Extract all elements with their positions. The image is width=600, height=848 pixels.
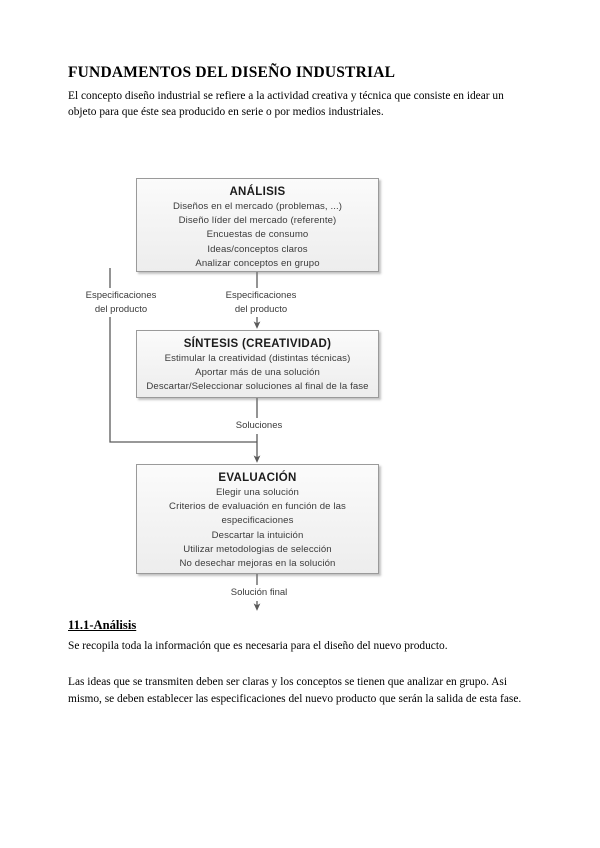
intro-paragraph: El concepto diseño industrial se refiere… [68, 90, 504, 118]
flow-box-evaluacion-title: EVALUACIÓN [218, 472, 297, 484]
flow-box-evaluacion-line-3: especificaciones [221, 515, 294, 527]
flow-box-sintesis-line-1: Estimular la creatividad (distintas técn… [164, 353, 351, 364]
edge-label-solucion-final: Solución final [208, 585, 310, 601]
flow-box-analisis-line-1: Diseños en el mercado (problemas, ...) [172, 201, 343, 212]
flow-box-evaluacion-line-1: Elegir una solución [216, 487, 299, 498]
flow-box-analisis-title: ANÁLISIS [229, 186, 286, 198]
section-heading: 11.1-Análisis [68, 618, 137, 632]
flow-box-analisis[interactable]: ANÁLISIS Diseños en el mercado (problema… [136, 178, 379, 272]
body-paragraph-1: Se recopila toda la información que es n… [68, 640, 448, 652]
flow-box-sintesis-line-2: Aportar más de una solución [195, 367, 320, 379]
edge-label-soluciones: Soluciones [210, 418, 308, 434]
flow-box-evaluacion-line-2: Criterios de evaluación en función de la… [169, 501, 346, 513]
flow-box-analisis-line-2: Diseño líder del mercado (referente) [178, 215, 337, 227]
flow-box-sintesis-title: SÍNTESIS (CREATIVIDAD) [183, 338, 332, 350]
flow-box-sintesis[interactable]: SÍNTESIS (CREATIVIDAD) Estimular la crea… [136, 330, 379, 398]
page-title: FUNDAMENTOS DEL DISEÑO INDUSTRIAL [68, 64, 396, 81]
edge-label-especificaciones-left-line1: Especificaciones [85, 290, 157, 301]
flow-box-evaluacion-line-4: Descartar la intuición [211, 529, 304, 541]
edge-label-especificaciones-left: Especificaciones del producto [63, 288, 179, 317]
flow-box-evaluacion-line-6: No desechar mejoras en la solución [179, 558, 336, 570]
body-paragraph-2: Las ideas que se transmiten deben ser cl… [68, 676, 522, 705]
flow-box-evaluacion[interactable]: EVALUACIÓN Elegir una solución Criterios… [136, 464, 379, 574]
flow-box-analisis-line-3: Encuestas de consumo [206, 229, 309, 241]
edge-label-especificaciones-mid-line1: Especificaciones [225, 290, 297, 301]
edge-label-especificaciones-mid-line2: del producto [234, 303, 288, 315]
flow-box-analisis-line-4: Ideas/conceptos claros [207, 243, 308, 255]
flow-box-evaluacion-line-5: Utilizar metodologias de selección [183, 543, 332, 555]
flow-box-sintesis-line-3: Descartar/Seleccionar soluciones al fina… [146, 381, 369, 393]
edge-label-especificaciones-mid: Especificaciones del producto [203, 288, 319, 317]
flow-box-analisis-line-5: Analizar conceptos en grupo [195, 257, 320, 269]
edge-label-especificaciones-left-line2: del producto [94, 303, 148, 315]
